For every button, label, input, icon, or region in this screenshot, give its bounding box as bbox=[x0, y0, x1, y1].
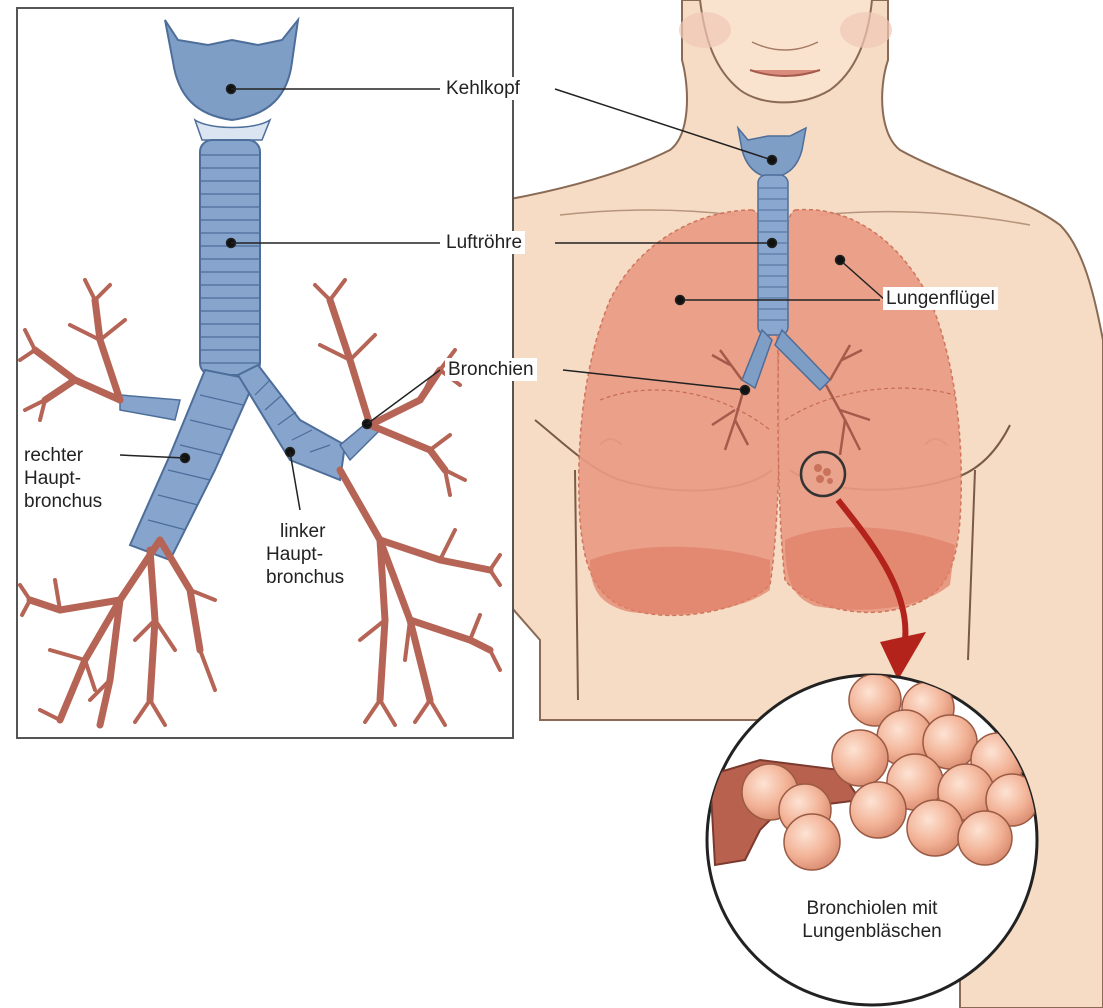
label-line: Bronchiolen mit bbox=[772, 897, 972, 920]
label-rechter-hauptbronchus: rechter Haupt- bronchus bbox=[24, 444, 102, 513]
label-line: linker bbox=[266, 520, 344, 543]
label-lungenfluegel: Lungenflügel bbox=[883, 287, 998, 310]
label-kehlkopf: Kehlkopf bbox=[443, 77, 523, 100]
label-linker-hauptbronchus: linker Haupt- bronchus bbox=[266, 520, 344, 589]
label-line: Lungenbläschen bbox=[772, 920, 972, 943]
label-line: bronchus bbox=[266, 566, 344, 589]
label-line: rechter bbox=[24, 444, 102, 467]
label-line: Haupt- bbox=[266, 543, 344, 566]
label-line: bronchus bbox=[24, 490, 102, 513]
alveoli-magnification bbox=[707, 674, 1038, 1005]
magnify-source-circle bbox=[801, 452, 845, 496]
label-line: Haupt- bbox=[24, 467, 102, 490]
label-luftroehre: Luftröhre bbox=[443, 231, 525, 254]
label-bronchiolen: Bronchiolen mit Lungenbläschen bbox=[772, 897, 972, 943]
label-bronchien: Bronchien bbox=[445, 358, 537, 381]
